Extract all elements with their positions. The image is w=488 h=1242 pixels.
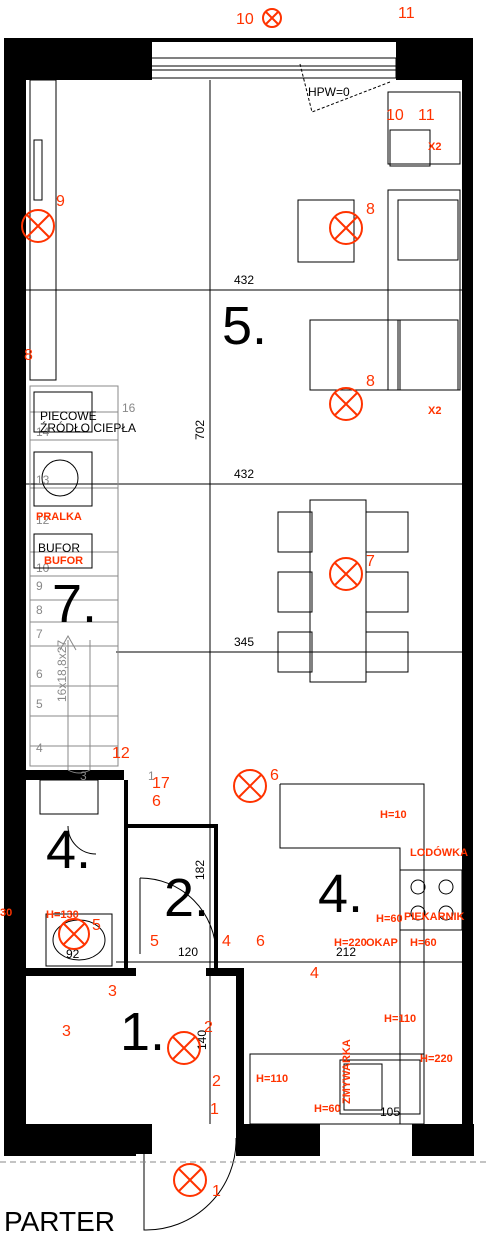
switch-label-17: 17 [152, 775, 170, 792]
switch-label-4: 4 [222, 933, 231, 950]
switch-label-11: 11 [418, 107, 435, 124]
socket-x2-b: X2 [428, 405, 441, 417]
dim-182: 182 [193, 860, 207, 880]
pralka-label: PRALKA [36, 511, 82, 523]
dim-105: 105 [380, 1105, 400, 1119]
light-icon [167, 1031, 201, 1065]
dim-140: 140 [195, 1030, 209, 1050]
partitions [26, 770, 244, 1124]
stairs: 16 14 13 12 10 9 8 7 6 5 4 3 1 16x18,8x2… [29, 385, 155, 783]
dim-120: 120 [178, 945, 198, 959]
light-label-7: 7 [366, 553, 375, 570]
socket-h60a: H=60 [376, 913, 403, 925]
light-label-8a: 8 [366, 201, 375, 218]
switch-label-3b: 3 [62, 1023, 71, 1040]
stair-step-5: 5 [36, 697, 43, 711]
stair-step-3: 3 [80, 769, 87, 783]
piekarnik-label: PIEKARNIK [404, 911, 465, 923]
okap-label: OKAP [366, 937, 398, 949]
lodowka-label: LODÓWKA [410, 846, 468, 859]
socket-number-30: 30 [0, 907, 12, 919]
stair-step-8: 8 [36, 603, 43, 617]
stair-step-9: 9 [36, 579, 43, 593]
bufor-red-label: BUFOR [44, 555, 83, 567]
light-icon [329, 387, 363, 421]
stair-step-16: 16 [122, 401, 136, 415]
light-label-10: 10 [236, 11, 254, 28]
furniture [29, 79, 463, 1231]
socket-h110b: H=110 [256, 1073, 288, 1085]
room-1: 1. [120, 1002, 165, 1062]
window-hpw-label: HPW=0 [308, 85, 350, 99]
switch-label-11-top: 11 [398, 5, 415, 22]
room-numbers: 5. 7. 4. 2. 4. 1. [46, 296, 363, 1062]
light-icon [58, 918, 90, 950]
socket-h220b: H=220 [420, 1053, 453, 1065]
stair-step-4: 4 [36, 741, 43, 755]
switch-label-6b: 6 [256, 933, 265, 950]
light-label-5: 5 [92, 917, 101, 934]
room-7: 7. [52, 574, 97, 634]
light-icon [329, 557, 363, 591]
light-icon [262, 8, 282, 28]
dim-702: 702 [193, 420, 207, 440]
switch-label-12: 12 [112, 745, 130, 762]
dim-432-mid: 432 [234, 467, 254, 481]
switches: 11 10 11 8 12 17 6 5 4 6 3 3 2 1 4 [24, 5, 435, 1118]
switch-label-10: 10 [386, 107, 404, 124]
socket-h130: H=130 [46, 909, 79, 921]
switch-label-5: 5 [150, 933, 159, 950]
dim-212: 212 [336, 945, 356, 959]
light-label-9: 9 [56, 193, 65, 210]
boiler-label-2: ŹRÓDŁO CIEPŁA [40, 420, 136, 435]
light-icon [173, 1163, 207, 1197]
light-fixtures: 10 9 8 8 7 6 5 2 1 [21, 8, 375, 1200]
switch-label-2: 2 [212, 1073, 221, 1090]
stair-dimensions: 16x18,8x27 [55, 640, 69, 702]
stair-step-7: 7 [36, 627, 43, 641]
stair-step-1: 1 [148, 769, 155, 783]
sockets: 30 H=130 H=10 H=60 H=220 H=60 H=110 H=22… [0, 141, 468, 1115]
light-icon [21, 209, 55, 243]
stair-step-13: 13 [36, 473, 50, 487]
stair-step-12: 12 [36, 513, 50, 527]
socket-h220a: H=220 [334, 937, 367, 949]
room-3: 4. [46, 820, 91, 880]
light-icon [233, 769, 267, 803]
switch-label-3a: 3 [108, 983, 117, 1000]
dim-92: 92 [66, 947, 80, 961]
socket-h60b: H=60 [410, 937, 437, 949]
light-label-8b: 8 [366, 373, 375, 390]
switch-label-4b: 4 [310, 965, 319, 982]
zmywarka-label: ZMYWARKA [341, 1039, 353, 1104]
socket-x2-a: X2 [428, 141, 441, 153]
room-4: 4. [318, 864, 363, 924]
dim-432-top: 432 [234, 273, 254, 287]
socket-h110a: H=110 [384, 1013, 416, 1025]
dim-345: 345 [234, 635, 254, 649]
light-label-1: 1 [212, 1183, 221, 1200]
boiler-label-1: PIECOWE [40, 409, 97, 423]
room-5: 5. [222, 296, 267, 356]
socket-h10: H=10 [380, 809, 407, 821]
light-label-2: 2 [204, 1019, 213, 1036]
stair-step-6: 6 [36, 667, 43, 681]
switch-label-1: 1 [210, 1101, 219, 1118]
window-top: HPW=0 [147, 57, 397, 113]
floor-label: PARTER [4, 1206, 115, 1237]
light-icon [329, 211, 363, 245]
light-label-6: 6 [270, 767, 279, 784]
walls [4, 38, 474, 1156]
room-2: 2. [164, 868, 209, 928]
switch-label-8: 8 [24, 347, 33, 364]
dimension-lines: 432 432 345 702 120 212 182 140 92 105 [26, 80, 462, 1124]
socket-h60c: H=60 [314, 1103, 341, 1115]
switch-label-6a: 6 [152, 793, 161, 810]
bufor-label: BUFOR [38, 541, 80, 555]
